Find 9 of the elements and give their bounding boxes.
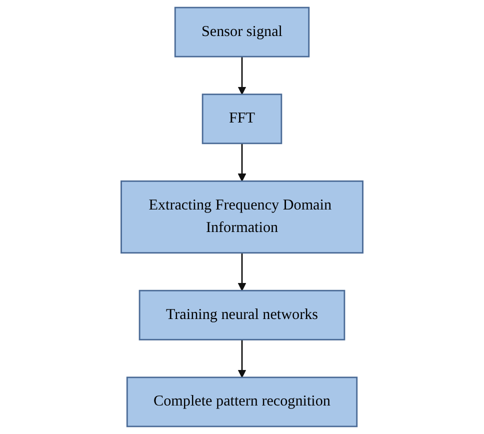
node-box: Extracting Frequency Domain Information [120,180,364,254]
node-box: Sensor signal [174,6,310,58]
arrow [238,252,246,291]
node-box: FFT [202,94,282,144]
arrow [238,56,246,95]
node-box: Training neural networks [138,290,346,340]
arrow [238,143,246,182]
node-box: Complete pattern recognition [126,376,358,428]
arrow [238,340,246,378]
